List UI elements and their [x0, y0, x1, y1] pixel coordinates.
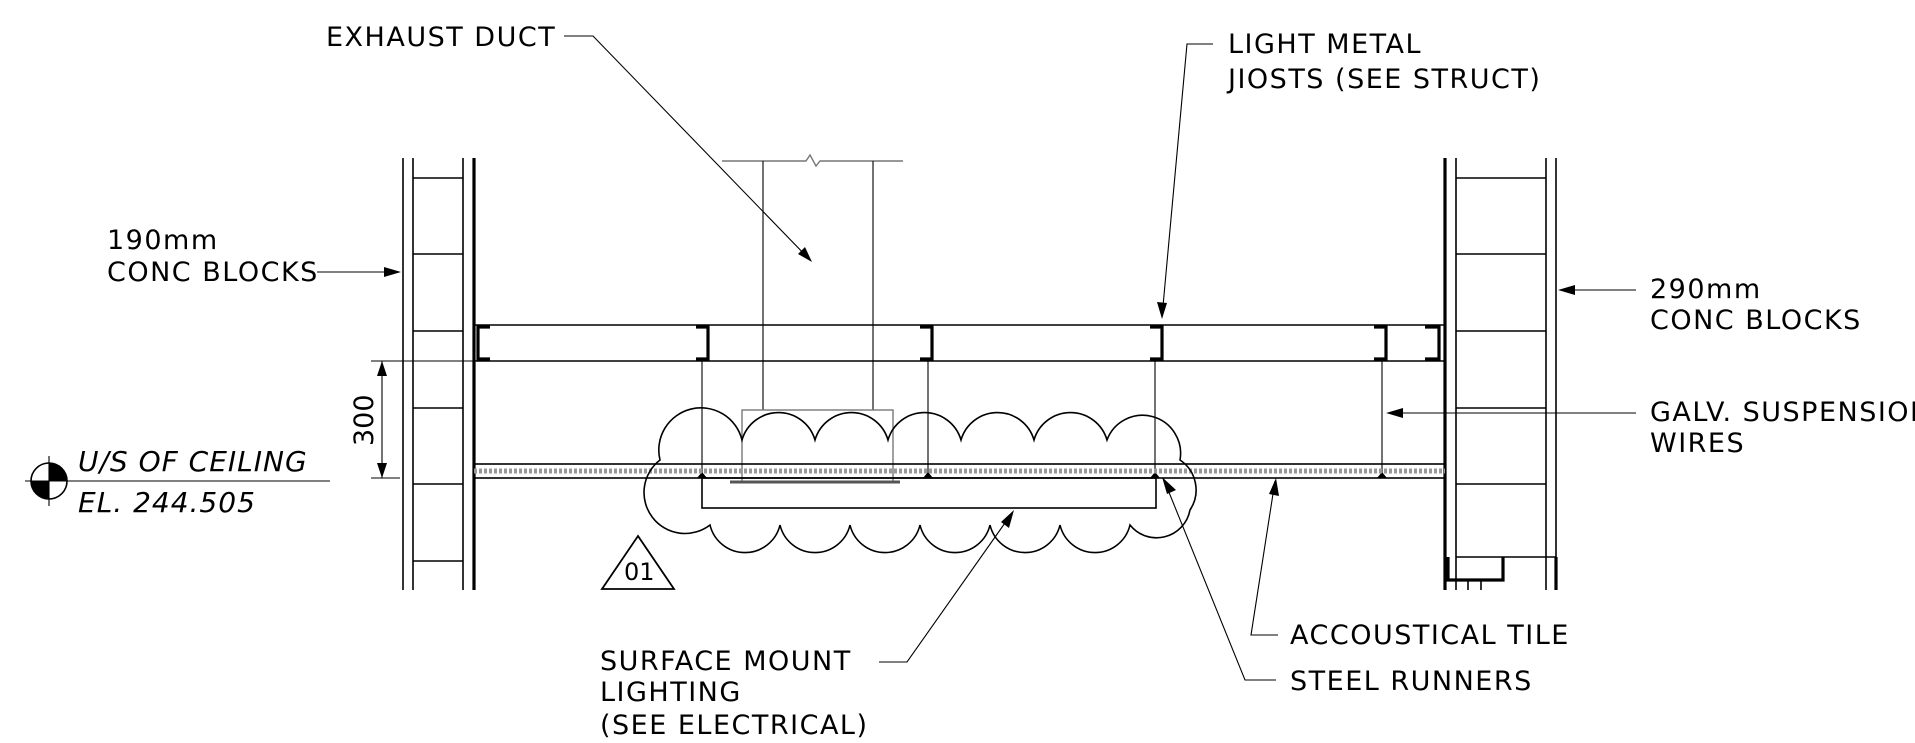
ceiling-elevation-value: EL. 244.505 — [78, 486, 256, 519]
dimension-300-label: 300 — [349, 394, 380, 446]
galv-suspension-wires — [697, 361, 1387, 478]
lighting-label-line2: LIGHTING — [600, 677, 742, 708]
joists-label-line1: LIGHT METAL — [1228, 29, 1422, 60]
elevation-target-icon — [25, 456, 330, 506]
dimension-300: 300 — [349, 360, 474, 479]
suspension-wires-label-line1: GALV. SUSPENSION — [1650, 397, 1915, 428]
right-block-label-line1: 290mm — [1650, 274, 1762, 305]
surface-mount-light — [701, 477, 1157, 509]
left-block-label-line1: 190mm — [107, 225, 219, 256]
right-block-label-line2: CONC BLOCKS — [1650, 305, 1862, 336]
revision-cloud-icon — [643, 407, 1197, 554]
light-metal-joists — [474, 324, 1445, 362]
joists-label-line2: JIOSTS (SEE STRUCT) — [1226, 64, 1541, 95]
lighting-label-line1: SURFACE MOUNT — [600, 646, 852, 677]
left-block-wall — [402, 158, 476, 590]
acoustical-tile-label: ACCOUSTICAL TILE — [1290, 620, 1570, 651]
suspension-wires-label-line2: WIRES — [1650, 428, 1745, 459]
exhaust-duct-label: EXHAUST DUCT — [326, 22, 556, 53]
exhaust-duct — [722, 153, 903, 483]
revision-triangle-icon: 01 — [600, 534, 676, 590]
leader-lines — [317, 35, 1636, 681]
steel-runners-label: STEEL RUNNERS — [1290, 666, 1533, 697]
ceiling-elevation-label: U/S OF CEILING — [78, 445, 308, 478]
acoustical-tile — [473, 463, 1446, 479]
left-block-label-line2: CONC BLOCKS — [107, 257, 319, 288]
right-block-wall — [1443, 158, 1558, 590]
revision-tag-label: 01 — [624, 558, 655, 586]
lighting-label-line3: (SEE ELECTRICAL) — [600, 710, 869, 741]
